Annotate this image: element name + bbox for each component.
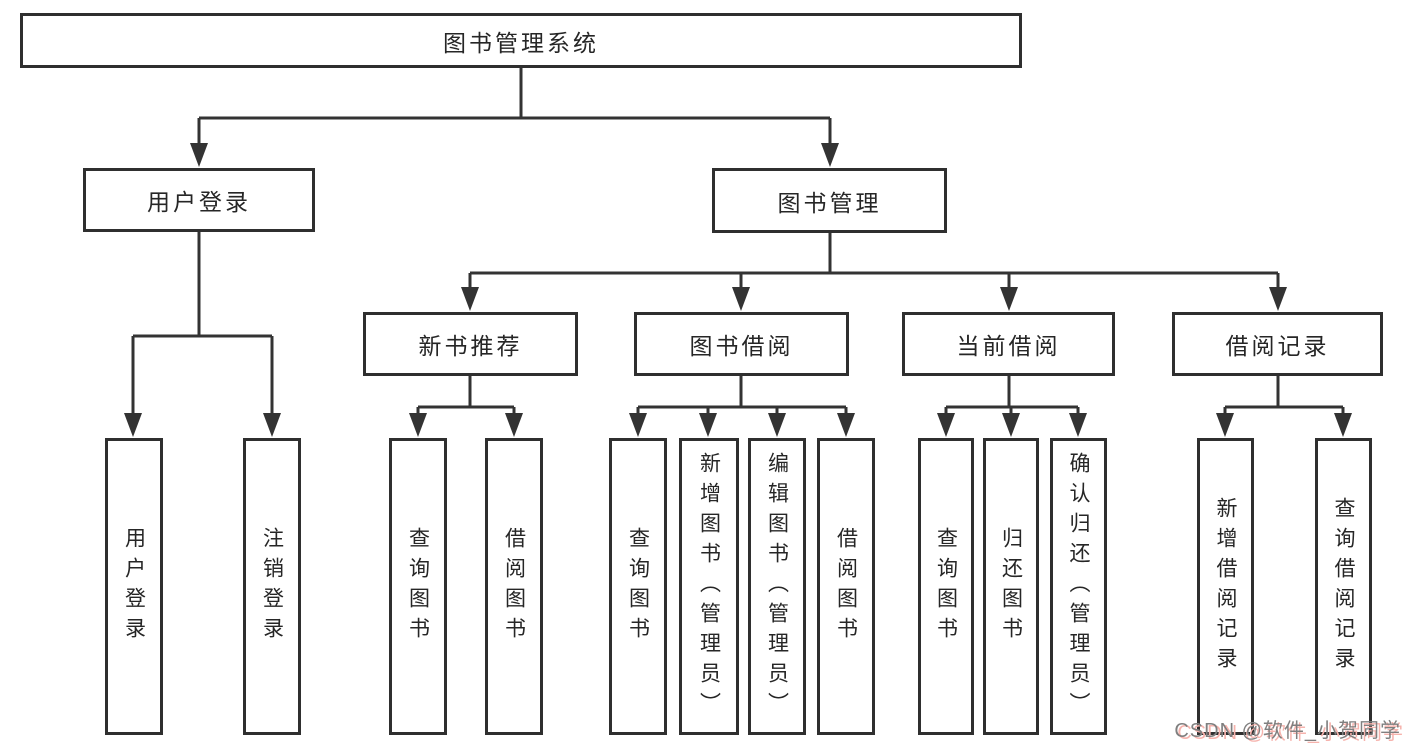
node-leaf-borrow-books: 借阅图书 [485, 438, 543, 735]
node-leaf-add-borrow-record: 新增借阅记录 [1197, 438, 1254, 735]
node-library-system: 图书管理系统 [20, 13, 1022, 68]
node-book-management: 图书管理 [712, 168, 947, 233]
node-leaf-query-books: 查询图书 [918, 438, 974, 735]
node-leaf-edit-books-admin: 编辑图书（管理员） [748, 438, 806, 735]
node-leaf-user-login: 用户登录 [105, 438, 163, 735]
node-leaf-query-borrow-record: 查询借阅记录 [1315, 438, 1372, 735]
node-leaf-borrow-books: 借阅图书 [817, 438, 875, 735]
node-leaf-return-books: 归还图书 [983, 438, 1039, 735]
node-borrowing-records: 借阅记录 [1172, 312, 1383, 376]
node-new-book-recommend: 新书推荐 [363, 312, 578, 376]
node-leaf-query-books: 查询图书 [389, 438, 447, 735]
node-current-borrowing: 当前借阅 [902, 312, 1115, 376]
node-book-borrowing: 图书借阅 [634, 312, 849, 376]
node-leaf-logout: 注销登录 [243, 438, 301, 735]
node-leaf-add-books-admin: 新增图书（管理员） [679, 438, 739, 735]
csdn-watermark: CSDN @软件_小贺同学 [1174, 720, 1401, 742]
node-leaf-confirm-return-admin: 确认归还（管理员） [1050, 438, 1107, 735]
arrowheads [124, 143, 1352, 437]
node-user-login: 用户登录 [83, 168, 315, 232]
node-leaf-query-books: 查询图书 [609, 438, 667, 735]
